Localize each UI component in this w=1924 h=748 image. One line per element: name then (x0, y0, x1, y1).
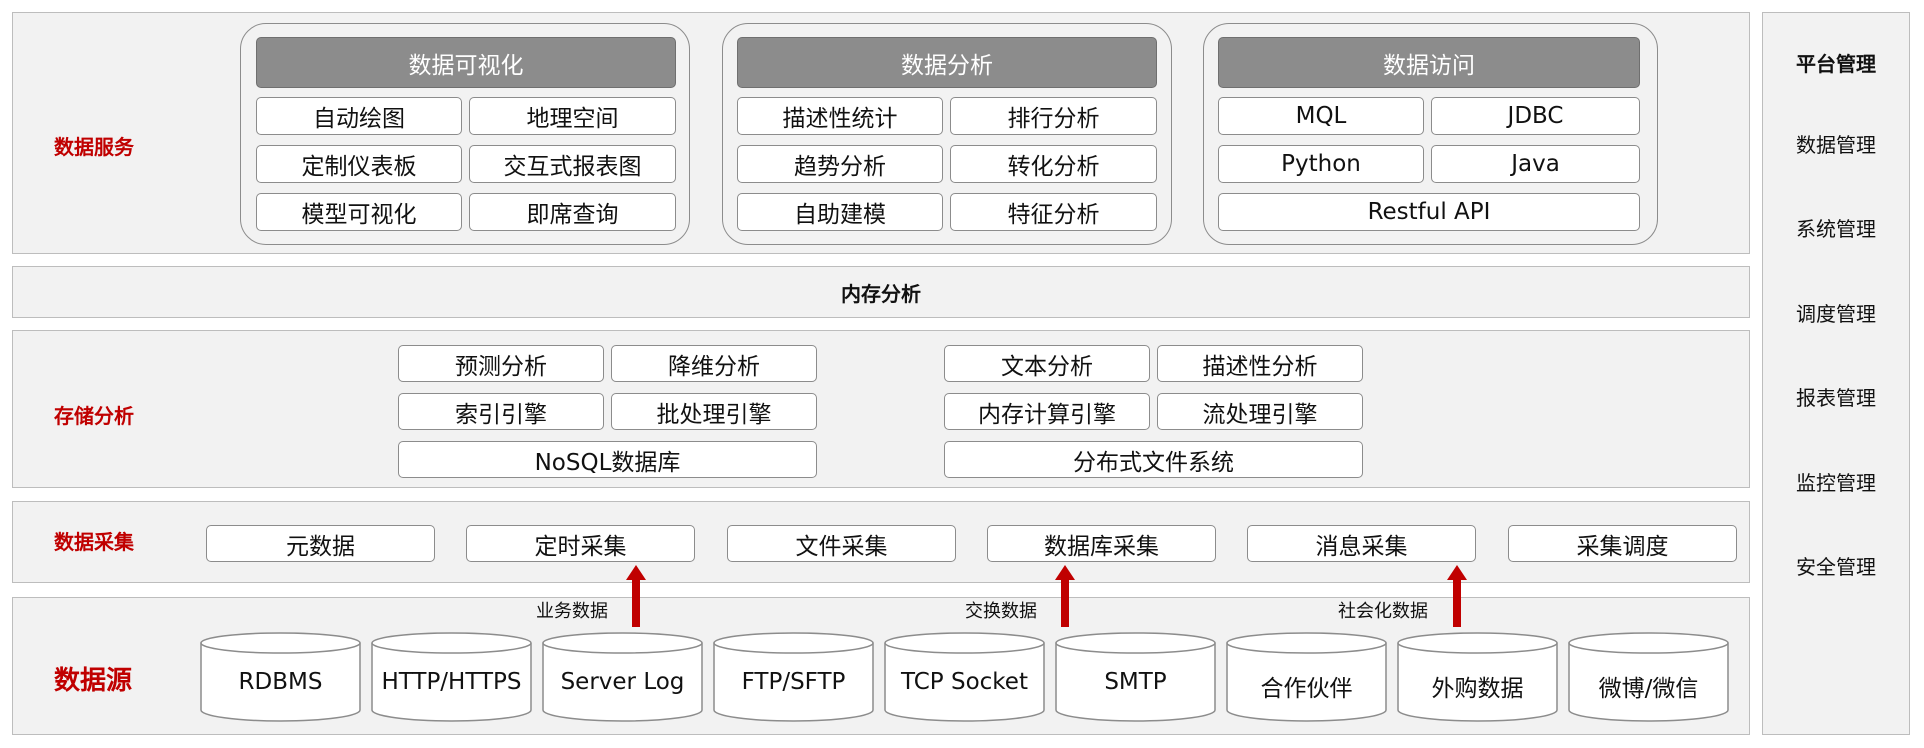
up-arrow-icon (626, 565, 646, 627)
storage-item: 描述性分析 (1157, 345, 1363, 382)
storage-item: 流处理引擎 (1157, 393, 1363, 430)
data-source-label: HTTP/HTTPS (381, 669, 522, 695)
storage-item: 索引引擎 (398, 393, 604, 430)
platform-item: 数据管理 (1796, 133, 1876, 157)
collection-item: 文件采集 (727, 525, 956, 562)
memory-analysis-band (12, 266, 1750, 318)
group-visualization-title: 数据可视化 (256, 37, 676, 88)
service-item: Python (1218, 145, 1424, 183)
database-cylinder-icon (1397, 632, 1558, 722)
database-cylinder-icon (200, 632, 361, 722)
collection-item: 元数据 (206, 525, 435, 562)
platform-item: 报表管理 (1796, 386, 1876, 410)
storage-item: 降维分析 (611, 345, 817, 382)
memory-analysis-label: 内存分析 (841, 282, 921, 306)
service-item: 地理空间 (469, 97, 676, 135)
group-analysis-title: 数据分析 (737, 37, 1157, 88)
platform-item: 安全管理 (1796, 555, 1876, 579)
data-source-label: 外购数据 (1431, 676, 1524, 702)
storage-item: 分布式文件系统 (944, 441, 1363, 478)
data-source-label: RDBMS (238, 669, 323, 695)
service-item: Restful API (1218, 193, 1640, 231)
service-item: 即席查询 (469, 193, 676, 231)
service-item: 特征分析 (950, 193, 1157, 231)
storage-item: 内存计算引擎 (944, 393, 1150, 430)
service-item: 转化分析 (950, 145, 1157, 183)
database-cylinder-icon (713, 632, 874, 722)
data-source-label: 微博/微信 (1598, 676, 1699, 702)
database-cylinder-icon (884, 632, 1045, 722)
database-cylinder-icon (1568, 632, 1729, 722)
up-arrow-icon (1447, 565, 1467, 627)
service-item: Java (1431, 145, 1640, 183)
database-cylinder-icon (1226, 632, 1387, 722)
database-cylinder-icon (371, 632, 532, 722)
platform-item: 系统管理 (1796, 217, 1876, 241)
collection-item: 采集调度 (1508, 525, 1737, 562)
data-source-label: 合作伙伴 (1260, 676, 1353, 702)
storage-item: 批处理引擎 (611, 393, 817, 430)
service-item: 模型可视化 (256, 193, 462, 231)
service-item: 描述性统计 (737, 97, 943, 135)
service-item: 趋势分析 (737, 145, 943, 183)
storage-item: 文本分析 (944, 345, 1150, 382)
storage-item: NoSQL数据库 (398, 441, 817, 478)
collection-item: 定时采集 (466, 525, 695, 562)
service-item: 定制仪表板 (256, 145, 462, 183)
flow-label-social: 社会化数据 (1338, 601, 1428, 622)
storage-item: 预测分析 (398, 345, 604, 382)
storage-label: 存储分析 (54, 404, 134, 428)
platform-item: 调度管理 (1796, 302, 1876, 326)
group-access-title: 数据访问 (1218, 37, 1640, 88)
database-cylinder-icon (542, 632, 703, 722)
data-source-label: FTP/SFTP (741, 669, 846, 695)
data-source-label: Server Log (560, 669, 685, 695)
collection-item: 数据库采集 (987, 525, 1216, 562)
flow-label-business: 业务数据 (536, 601, 608, 622)
database-cylinder-icon (1055, 632, 1216, 722)
platform-title: 平台管理 (1796, 52, 1876, 76)
platform-item: 监控管理 (1796, 471, 1876, 495)
data-services-label: 数据服务 (54, 135, 134, 159)
service-item: JDBC (1431, 97, 1640, 135)
service-item: 自动绘图 (256, 97, 462, 135)
data-source-label: TCP Socket (901, 669, 1028, 695)
data-source-label: SMTP (1104, 669, 1167, 695)
sources-label: 数据源 (54, 666, 133, 696)
flow-label-exchange: 交换数据 (965, 601, 1037, 622)
up-arrow-icon (1055, 565, 1075, 627)
service-item: 自助建模 (737, 193, 943, 231)
service-item: 排行分析 (950, 97, 1157, 135)
collection-item: 消息采集 (1247, 525, 1476, 562)
service-item: MQL (1218, 97, 1424, 135)
service-item: 交互式报表图 (469, 145, 676, 183)
storage-band (12, 330, 1750, 488)
collection-label: 数据采集 (54, 530, 134, 554)
platform-band (1762, 12, 1910, 735)
